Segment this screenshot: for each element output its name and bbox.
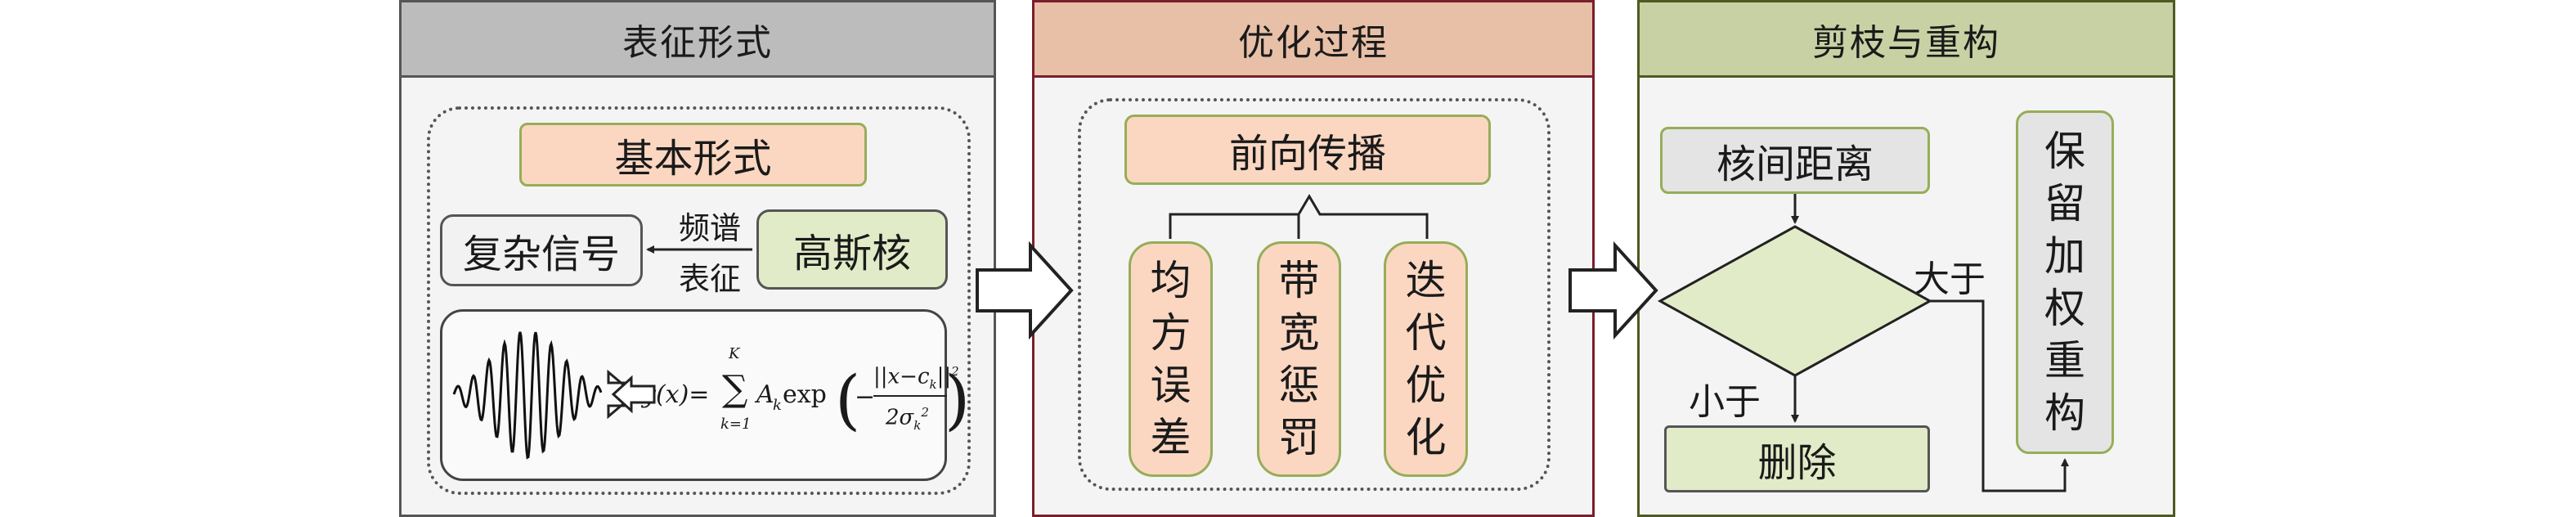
forward-brace xyxy=(1169,194,1429,239)
formula-amp-sub: k xyxy=(773,397,782,414)
formula-numerator-sup: 2 xyxy=(951,364,959,379)
panel-pruning-title: 剪枝与重构 xyxy=(1812,21,2000,64)
complex-signal-label: 复杂信号 xyxy=(462,232,620,277)
panel-representation-title: 表征形式 xyxy=(622,21,773,64)
kernel-distance-label: 核间距离 xyxy=(1716,142,1874,187)
gaussian-kernel-label: 高斯核 xyxy=(792,231,911,276)
spectrum-label: 频谱 xyxy=(679,210,742,246)
formula-denominator-sup: 2 xyxy=(921,405,929,420)
formula-sum-top: K xyxy=(729,345,740,362)
formula-numerator-end: || xyxy=(936,364,952,389)
gaussian-kernel-box: 高斯核 xyxy=(756,209,948,290)
panel-optimization-header: 优化过程 xyxy=(1034,2,1592,78)
formula-denominator-sub: k xyxy=(913,417,922,433)
forward-propagation-box: 前向传播 xyxy=(1124,115,1491,185)
formula-sum-bottom: k=1 xyxy=(720,416,752,433)
formula-sigma: ∑ xyxy=(722,368,748,410)
forward-propagation-label: 前向传播 xyxy=(1228,131,1386,177)
kernel-distance-box: 核间距离 xyxy=(1660,127,1930,194)
formula-numerator-sub: k xyxy=(929,376,937,392)
waveform-signal xyxy=(452,331,603,460)
panel-optimization-title: 优化过程 xyxy=(1238,21,1389,64)
delete-box: 删除 xyxy=(1664,425,1930,492)
formula-denominator: 2σk2 xyxy=(886,405,929,433)
bandwidth-penalty-label: 带 宽 惩 罚 xyxy=(1278,257,1320,461)
threshold-diamond xyxy=(1657,225,1933,377)
bandwidth-penalty-box: 带 宽 惩 罚 xyxy=(1257,241,1341,477)
less-label: 小于 xyxy=(1689,381,1761,423)
formula-exp: exp xyxy=(783,380,827,409)
panel2-to-panel3-arrow xyxy=(1568,241,1658,340)
optimization-dotted-group xyxy=(1078,98,1551,491)
formula-to-wave-arrow xyxy=(611,375,656,414)
panel-representation-header: 表征形式 xyxy=(402,2,994,78)
formula-minus: − xyxy=(855,383,876,411)
iterative-optimization-box: 迭 代 优 化 xyxy=(1384,241,1468,477)
representation-dotted-group xyxy=(427,106,971,495)
mse-label: 均 方 误 差 xyxy=(1150,257,1192,461)
represent-label: 表征 xyxy=(679,261,742,297)
formula-fraction-bar xyxy=(873,395,947,397)
panel-pruning-header: 剪枝与重构 xyxy=(1640,2,2173,78)
formula-left-paren: ( xyxy=(835,362,861,438)
delete-label: 删除 xyxy=(1757,440,1837,486)
formula-amp: A xyxy=(756,380,774,409)
formula-numerator: ||x−ck||2 xyxy=(873,364,959,392)
formula-right-paren: ) xyxy=(945,362,971,438)
threshold-to-reconstruct-arrow xyxy=(1930,299,2069,492)
basic-form-label: 基本形式 xyxy=(614,136,772,182)
formula-denominator-text: 2σ xyxy=(886,405,914,430)
complex-signal-box: 复杂信号 xyxy=(440,214,643,286)
iterative-optimization-label: 迭 代 优 化 xyxy=(1405,257,1447,461)
basic-form-box: 基本形式 xyxy=(519,123,867,187)
reconstruct-label: 保 留 加 权 重 构 xyxy=(2044,128,2085,437)
formula-numerator-text: ||x−c xyxy=(873,364,930,389)
mse-box: 均 方 误 差 xyxy=(1129,241,1213,477)
reconstruct-box: 保 留 加 权 重 构 xyxy=(2016,110,2114,454)
panel1-to-panel2-arrow xyxy=(976,241,1074,340)
greater-label: 大于 xyxy=(1914,258,1986,300)
